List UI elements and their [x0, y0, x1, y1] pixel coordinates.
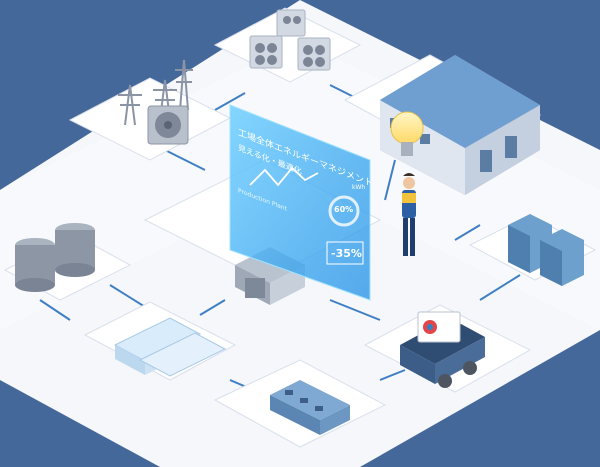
fan-unit-icon [147, 105, 189, 145]
dashboard-panel [229, 104, 371, 301]
battery-units-icon [113, 317, 227, 377]
dashboard-gauge-ring [328, 195, 360, 227]
outdoor-ac-units-icon [249, 9, 331, 71]
server-racks-icon [508, 214, 584, 286]
engineer-worker-icon [402, 173, 416, 256]
dashboard-reduction-box [326, 241, 364, 265]
cooling-tower-icon [270, 380, 350, 435]
dashboard-reduction-value: -35% [331, 247, 362, 260]
connector-lines [39, 84, 521, 396]
light-bulb-icon [390, 111, 424, 156]
dashboard-unit: kWh [352, 184, 366, 191]
water-storage-tanks-icon [15, 223, 95, 292]
dashboard-chart-line [249, 166, 319, 187]
delivery-truck-icon [400, 311, 485, 388]
dashboard-gauge-value: 60% [334, 205, 354, 214]
